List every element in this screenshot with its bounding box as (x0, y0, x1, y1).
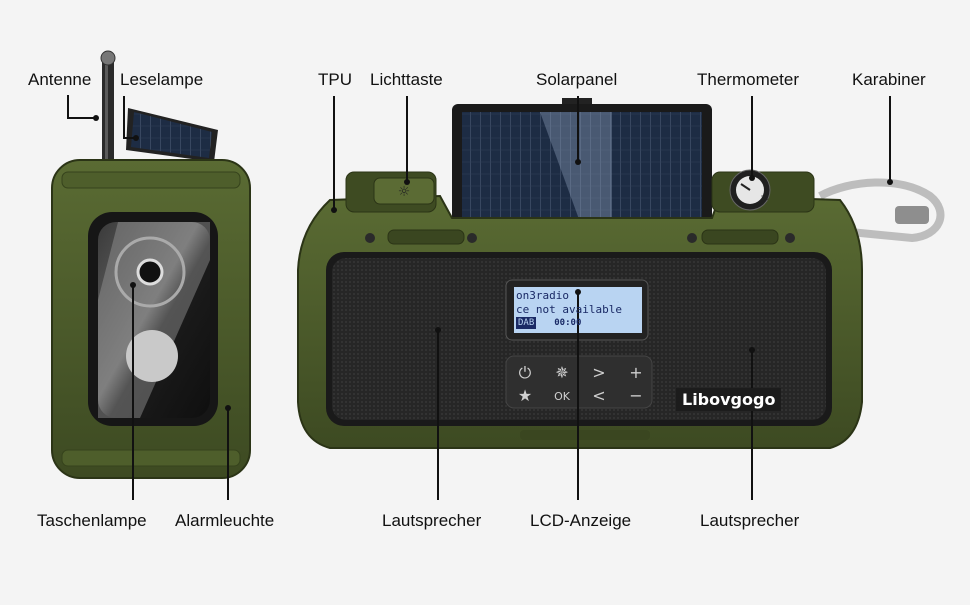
label-taschenlampe: Taschenlampe (37, 511, 147, 530)
thermo-unit: °C (761, 194, 769, 202)
svg-text:☼: ☼ (398, 184, 411, 200)
flashlight-icon (114, 236, 186, 308)
label-thermometer: Thermometer (697, 70, 800, 89)
brand-logo: Libovgogo (676, 388, 782, 411)
ok-button-icon[interactable]: OK (554, 390, 571, 403)
label-lcd-anzeige: LCD-Anzeige (530, 511, 632, 530)
next-button-icon[interactable]: > (592, 363, 605, 382)
lcd-time: 00:00 (554, 318, 582, 328)
volume-up-button-icon[interactable]: + (629, 363, 642, 382)
carabiner (818, 178, 945, 243)
label-lichttaste: Lichttaste (370, 70, 443, 89)
label-solarpanel: Solarpanel (536, 70, 618, 89)
front-view-device: ☼ °C ⏻ ✵ > + ★ OK < − (297, 98, 945, 449)
reading-lamp-panel (126, 108, 218, 162)
label-leselampe: Leselampe (120, 70, 204, 89)
prev-button-icon[interactable]: < (592, 386, 605, 405)
volume-down-button-icon[interactable]: − (629, 386, 642, 405)
alarm-light-icon (126, 330, 178, 382)
favorite-button-icon[interactable]: ★ (518, 386, 532, 405)
leader-lines (67, 95, 891, 500)
leader-dots (93, 115, 893, 411)
power-button-icon[interactable]: ⏻ (519, 363, 532, 382)
lcd-mode: DAB (516, 317, 537, 329)
label-lautsprecher-right: Lautsprecher (700, 511, 800, 530)
label-alarmleuchte: Alarmleuchte (175, 511, 275, 530)
lcd-line-1: on3radio (516, 289, 569, 302)
label-lautsprecher-left: Lautsprecher (382, 511, 482, 530)
lcd-display: on3radio ce not available DAB 00:00 (516, 289, 640, 333)
label-antenne: Antenne (28, 70, 92, 89)
side-view-device (51, 50, 251, 479)
solar-panel (452, 98, 712, 230)
brightness-button-icon[interactable]: ✵ (555, 363, 568, 382)
lcd-line-2: ce not available (516, 303, 622, 316)
light-button[interactable] (373, 177, 435, 205)
label-tpu: TPU (318, 70, 352, 89)
label-karabiner: Karabiner (852, 70, 926, 89)
